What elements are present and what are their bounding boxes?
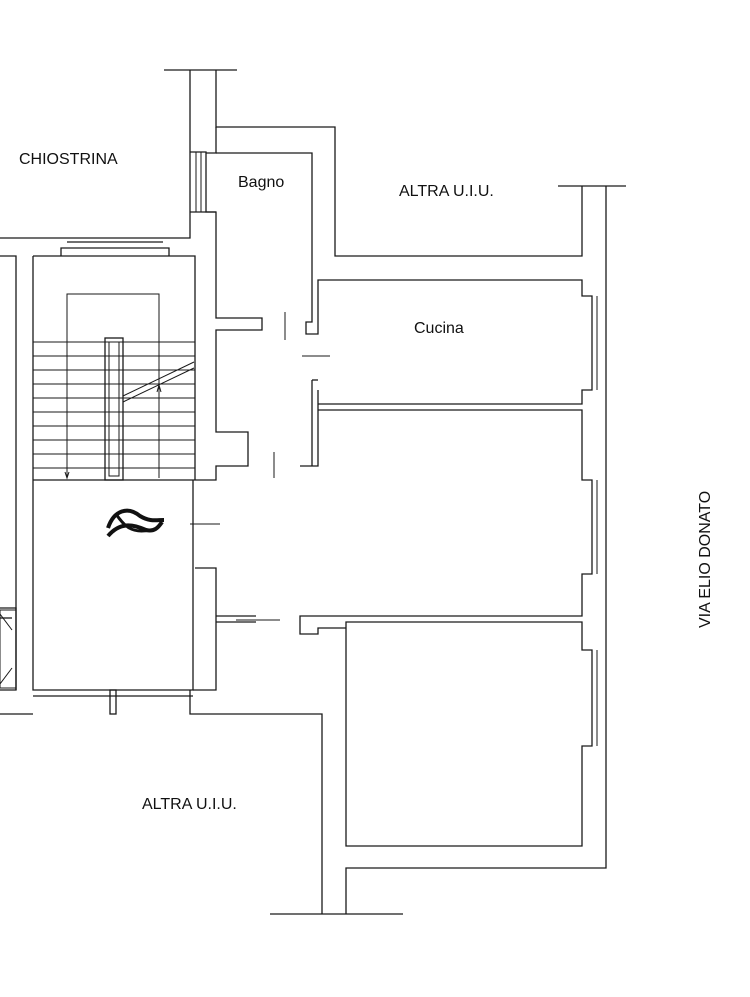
stairs (33, 293, 195, 481)
label-bagno: Bagno (238, 174, 284, 191)
door-marks (190, 312, 330, 621)
redaction-scribble (106, 508, 165, 538)
label-chiostrina: CHIOSTRINA (19, 151, 118, 168)
outer-walls (0, 69, 626, 915)
label-cucina: Cucina (414, 320, 464, 337)
label-via-elio-donato: VIA ELIO DONATO (697, 491, 714, 628)
label-altra-uiu-top: ALTRA U.I.U. (399, 183, 494, 200)
windows (195, 152, 598, 746)
label-altra-uiu-bottom: ALTRA U.I.U. (142, 796, 237, 813)
lift (0, 609, 17, 689)
